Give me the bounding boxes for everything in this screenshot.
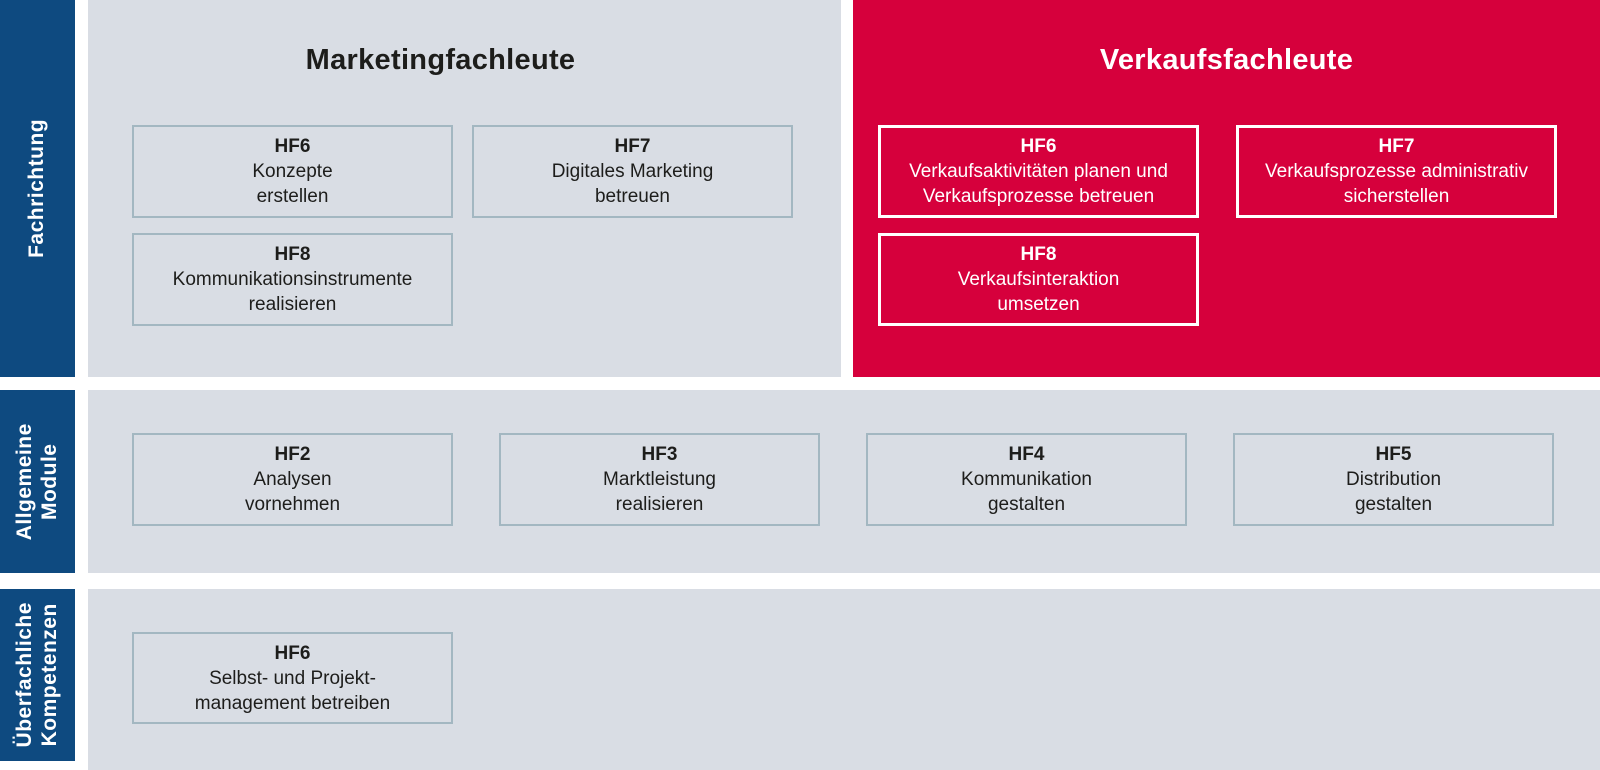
panel-ueberfachliche-kompetenzen: HF6 Selbst- und Projekt- management betr… xyxy=(88,589,1600,770)
module-text-line: gestalten xyxy=(1354,494,1433,515)
module-box-hf4: HF4 Kommunikation gestalten xyxy=(866,433,1187,526)
module-box-hf5: HF5 Distribution gestalten xyxy=(1233,433,1554,526)
module-box-verkauf-hf6: HF6 Verkaufsaktivitäten planen und Verka… xyxy=(878,125,1199,218)
module-code: HF7 xyxy=(1378,136,1415,157)
module-text-line: erstellen xyxy=(256,186,329,207)
module-text-line: management betreiben xyxy=(194,692,391,714)
panel-title-verkaufsfachleute: Verkaufsfachleute xyxy=(1099,44,1354,76)
module-text-line: gestalten xyxy=(987,494,1066,515)
module-text-line: umsetzen xyxy=(997,294,1080,315)
module-text-line: Verkaufsprozesse administrativ xyxy=(1265,161,1528,182)
module-text-line: Konzepte xyxy=(252,161,333,182)
row-label-fachrichtung: Fachrichtung xyxy=(25,118,49,258)
module-text-line: sicherstellen xyxy=(1343,186,1450,207)
row-label-ueberfachliche-kompetenzen: Überfachliche Kompetenzen xyxy=(12,602,61,748)
module-text-line: Verkaufsaktivitäten planen und xyxy=(909,161,1168,182)
module-box-marketing-hf6: HF6 Konzepte erstellen xyxy=(132,125,453,218)
row-band-fachrichtung: Fachrichtung xyxy=(0,0,75,377)
panel-verkaufsfachleute: Verkaufsfachleute HF6 Verkaufsaktivitäte… xyxy=(853,0,1600,377)
panel-title-marketingfachleute: Marketingfachleute xyxy=(305,44,576,76)
module-code: HF7 xyxy=(614,136,651,157)
module-text-line: Marktleistung xyxy=(603,469,716,490)
module-text-line: Distribution xyxy=(1345,469,1442,490)
module-box-hf3: HF3 Marktleistung realisieren xyxy=(499,433,820,526)
module-code: HF4 xyxy=(1008,444,1045,465)
module-text-line: Selbst- und Projekt- xyxy=(209,667,376,689)
module-box-verkauf-hf8: HF8 Verkaufsinteraktion umsetzen xyxy=(878,233,1199,326)
module-text-line: vornehmen xyxy=(244,494,341,515)
module-code: HF3 xyxy=(641,444,678,465)
module-box-ueberfachlich-hf6: HF6 Selbst- und Projekt- management betr… xyxy=(132,632,453,724)
module-text-line: Verkaufsprozesse betreuen xyxy=(922,186,1155,207)
module-code: HF2 xyxy=(274,444,311,465)
row-band-allgemeine-module: Allgemeine Module xyxy=(0,390,75,573)
row-band-ueberfachliche-kompetenzen: Überfachliche Kompetenzen xyxy=(0,589,75,761)
module-text-line: Analysen xyxy=(253,469,332,490)
module-text-line: Digitales Marketing xyxy=(551,161,714,182)
module-box-verkauf-hf7: HF7 Verkaufsprozesse administrativ siche… xyxy=(1236,125,1557,218)
module-text-line: realisieren xyxy=(248,294,337,315)
module-text-line: Kommunikation xyxy=(961,469,1092,490)
module-text-line: betreuen xyxy=(594,186,670,207)
module-text-line: Kommunikationsinstrumente xyxy=(172,269,413,290)
panel-marketingfachleute: Marketingfachleute HF6 Konzepte erstelle… xyxy=(88,0,841,377)
module-code: HF5 xyxy=(1375,444,1412,465)
module-code: HF6 xyxy=(1020,136,1057,157)
module-box-marketing-hf7: HF7 Digitales Marketing betreuen xyxy=(472,125,793,218)
module-code: HF6 xyxy=(274,642,311,664)
module-code: HF8 xyxy=(274,244,311,265)
module-text-line: realisieren xyxy=(615,494,704,515)
panel-allgemeine-module: HF2 Analysen vornehmen HF3 Marktleistung… xyxy=(88,390,1600,573)
row-label-allgemeine-module: Allgemeine Module xyxy=(12,422,61,541)
module-box-hf2: HF2 Analysen vornehmen xyxy=(132,433,453,526)
module-code: HF8 xyxy=(1020,244,1057,265)
module-box-marketing-hf8: HF8 Kommunikationsinstrumente realisiere… xyxy=(132,233,453,326)
module-code: HF6 xyxy=(274,136,311,157)
module-text-line: Verkaufsinteraktion xyxy=(957,269,1120,290)
